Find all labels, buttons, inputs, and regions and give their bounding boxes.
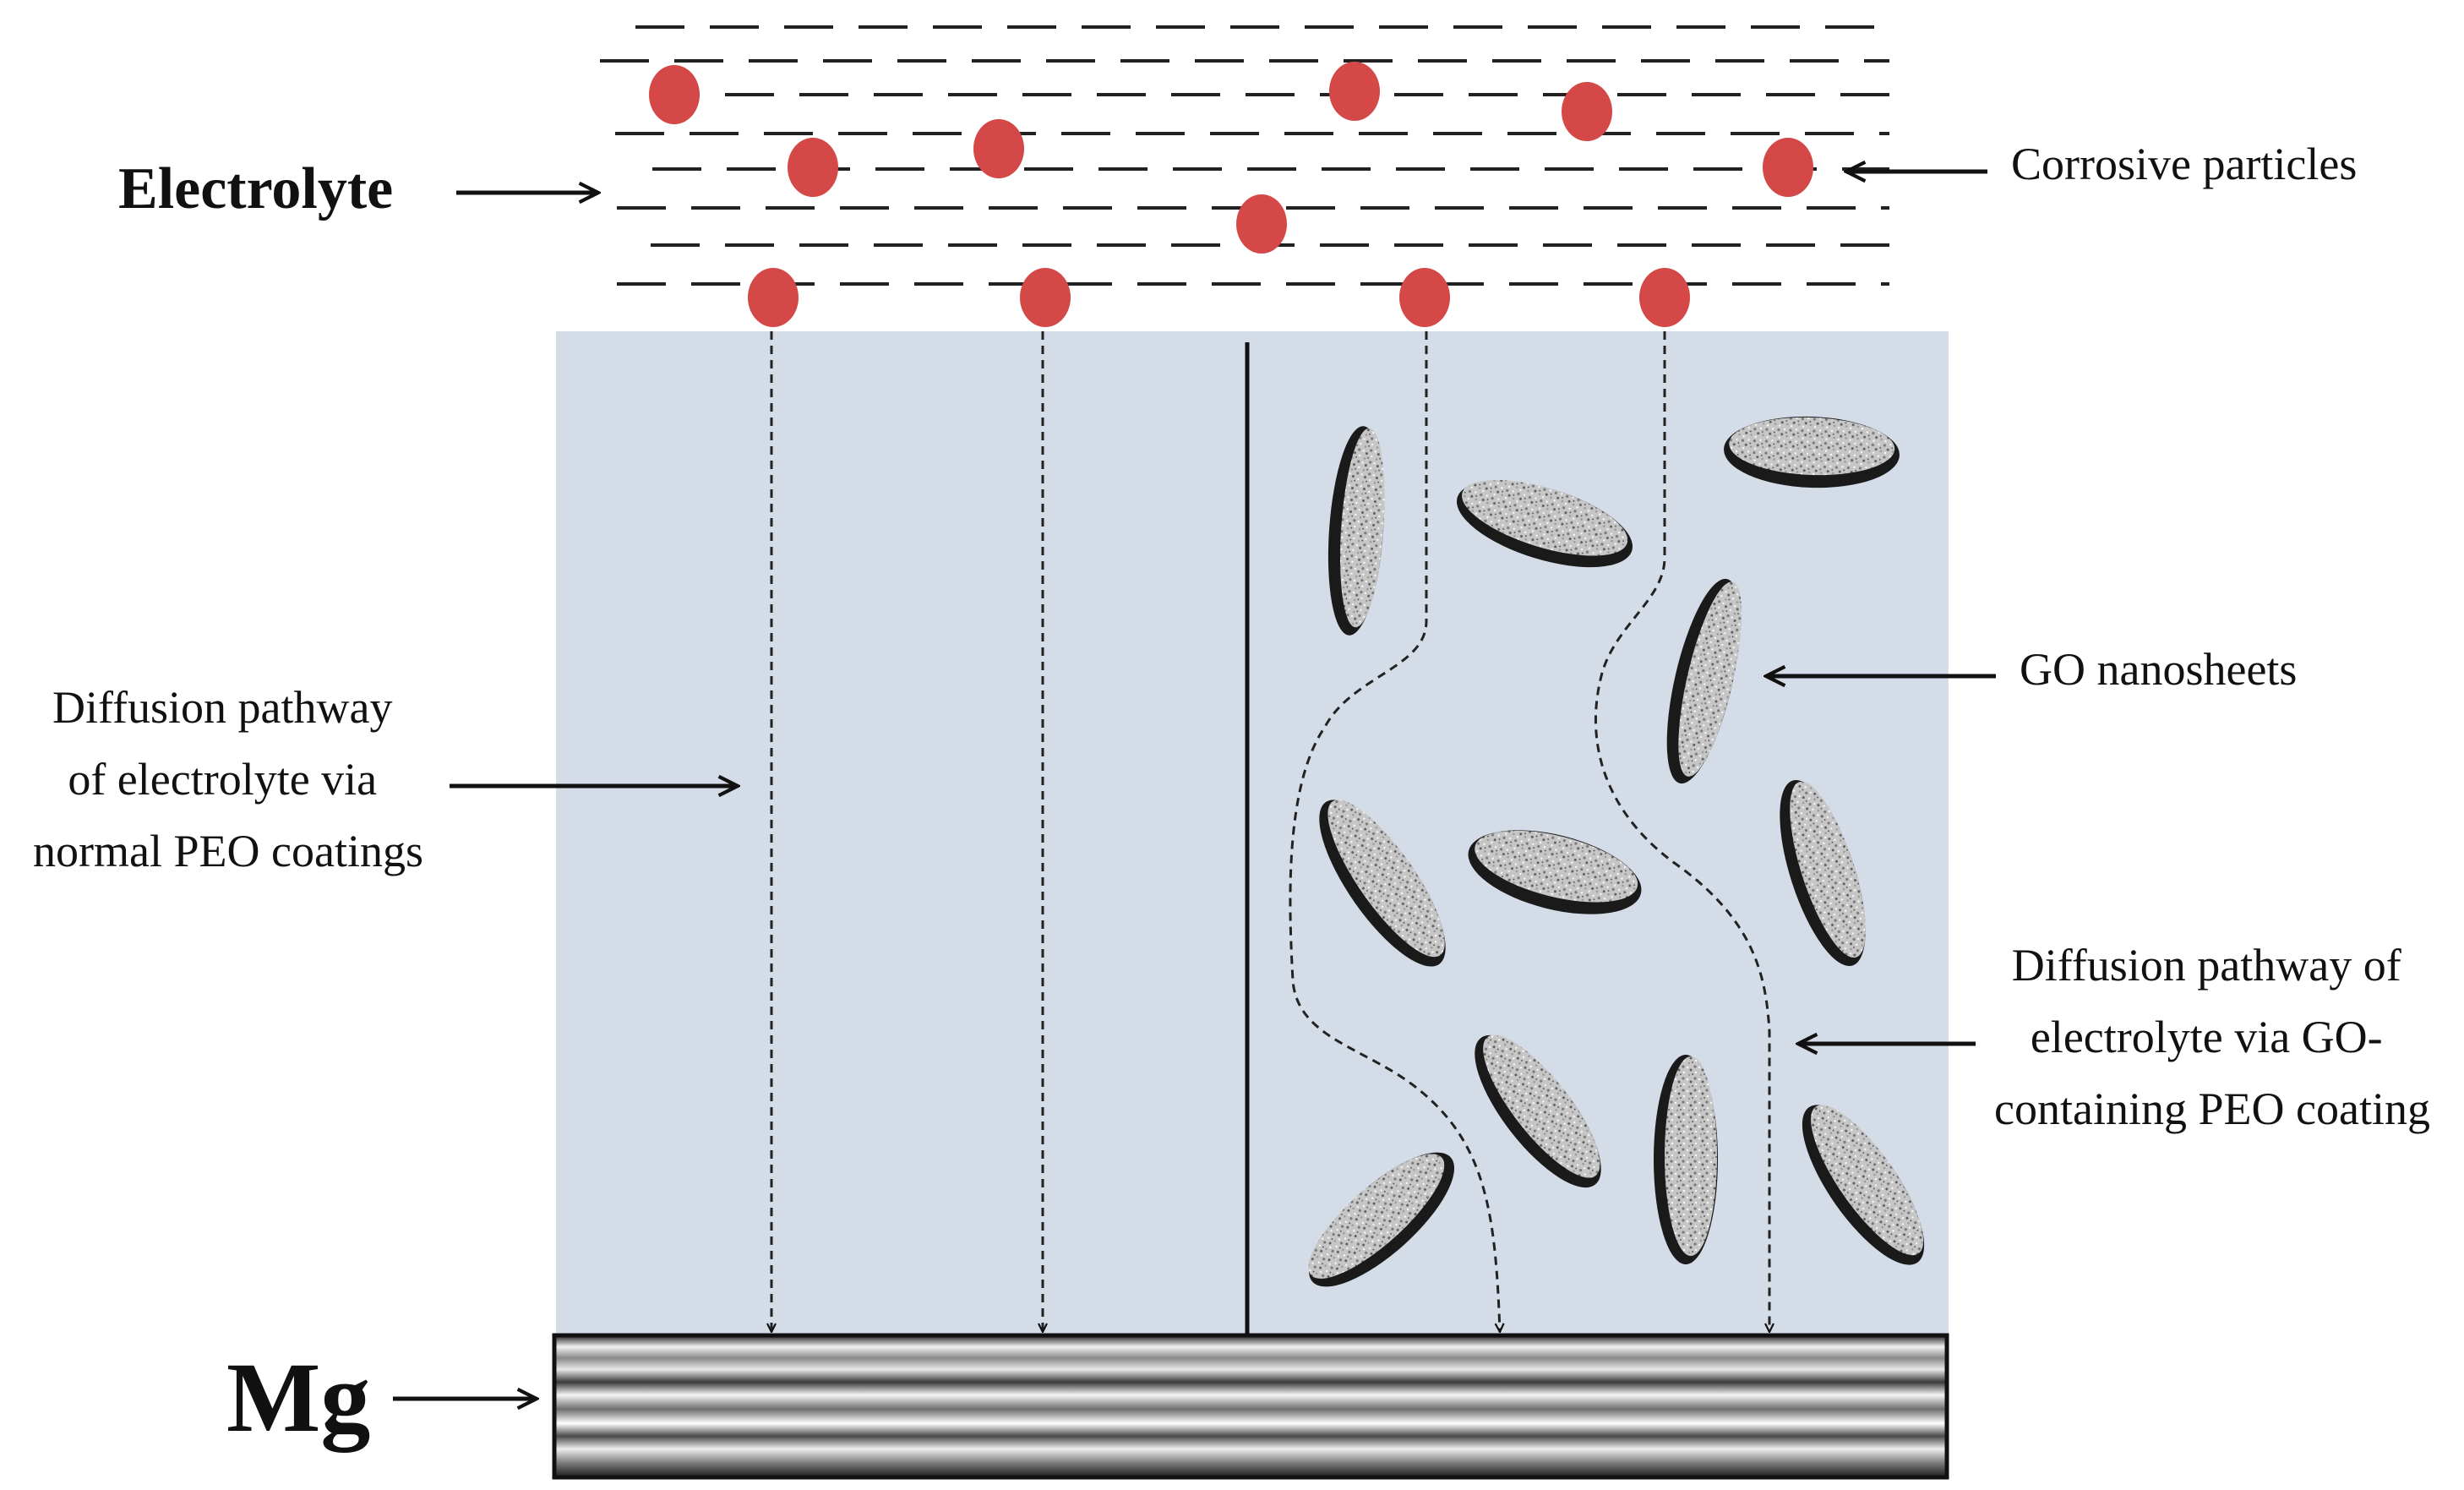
mg-label: Mg — [226, 1342, 370, 1453]
diffusion-go-line: containing PEO coating — [1994, 1083, 2430, 1134]
mg-substrate — [552, 1333, 1949, 1480]
diffusion-go-label: Diffusion pathway of electrolyte via GO-… — [1994, 940, 2430, 1134]
diffusion-normal-label: Diffusion pathway of electrolyte via nor… — [33, 682, 423, 876]
corrosive-particle — [649, 65, 700, 124]
tortuous-diffusion-path — [1594, 331, 1769, 1332]
corrosive-particle — [1236, 194, 1287, 254]
corrosive-particles-label: Corrosive particles — [2011, 139, 2357, 189]
go-nanosheet — [1475, 1034, 1601, 1188]
corrosive-particle — [788, 138, 838, 197]
go-nanosheet — [1666, 578, 1742, 784]
corrosive-particle — [1639, 268, 1690, 327]
normal-diffusion-paths — [771, 331, 1043, 1332]
corrosive-particle — [1020, 268, 1071, 327]
pointer-arrows — [393, 172, 1996, 1399]
go-nanosheet — [1308, 1152, 1455, 1287]
electrolyte-label: Electrolyte — [118, 156, 393, 221]
corrosive-particle — [1329, 62, 1380, 121]
diffusion-go-line: Diffusion pathway of — [2012, 940, 2401, 991]
go-nanosheet — [1724, 416, 1900, 488]
go-nanosheet — [1319, 800, 1446, 967]
diffusion-normal-line: normal PEO coatings — [33, 826, 423, 876]
diffusion-normal-line: of electrolyte via — [68, 754, 377, 805]
go-nanosheet — [1468, 830, 1642, 914]
go-nanosheet — [1780, 779, 1866, 967]
corrosive-particle — [1399, 268, 1450, 327]
go-nanosheet — [1802, 1105, 1925, 1265]
go-nanosheets-label: GO nanosheets — [2020, 644, 2297, 695]
go-nanosheet — [1456, 479, 1633, 568]
go-nanosheet — [1327, 426, 1385, 636]
diffusion-go-line: electrolyte via GO- — [2031, 1012, 2383, 1062]
peo-coating-layer — [556, 331, 1949, 1337]
corrosive-particles — [649, 62, 1813, 327]
corrosive-particle — [973, 119, 1024, 178]
corrosive-particle — [748, 268, 799, 327]
go-diffusion-paths — [1289, 331, 1769, 1332]
go-nanosheet — [1654, 1055, 1718, 1264]
tortuous-diffusion-path — [1289, 331, 1500, 1332]
diffusion-normal-line: Diffusion pathway — [52, 682, 392, 733]
corrosive-particle — [1562, 82, 1612, 141]
go-nanosheets — [1308, 416, 1925, 1287]
corrosive-particle — [1763, 138, 1813, 197]
